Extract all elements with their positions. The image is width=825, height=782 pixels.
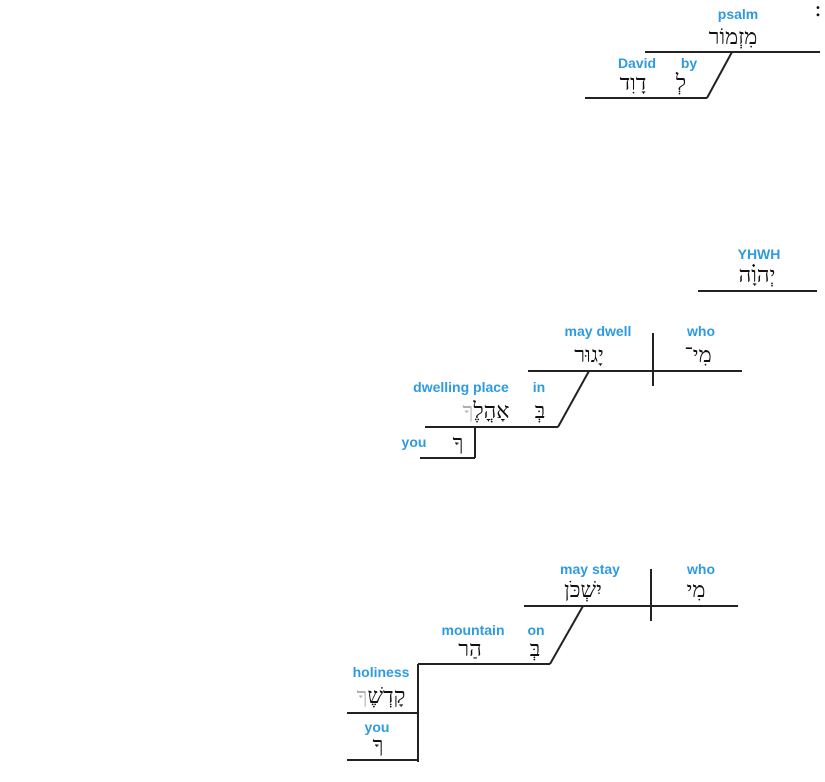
word-har: הַר bbox=[458, 637, 481, 662]
gloss-david: David bbox=[618, 55, 656, 71]
word-mizmor: מִזְמוֹר bbox=[709, 25, 758, 50]
gloss-who: who bbox=[686, 561, 715, 577]
question-2-clause: may stay יִשְׁכֹּן who מִי mountain הַר … bbox=[347, 561, 738, 762]
gloss-you: you bbox=[402, 434, 427, 450]
word-yagur: יָגוּר bbox=[574, 343, 603, 368]
gloss-on: on bbox=[527, 622, 544, 638]
question-1-clause: may dwell יָגוּר who מִי־ dwelling place… bbox=[402, 323, 742, 459]
word-ohel-main: אָהֳלֶ bbox=[472, 399, 509, 424]
prep-slant bbox=[549, 605, 584, 665]
gloss-by: by bbox=[681, 55, 698, 71]
word-kha: ךָ bbox=[373, 733, 384, 758]
word-be: בְּ bbox=[530, 637, 541, 662]
gloss-you: you bbox=[365, 719, 390, 735]
word-david: דָוִד bbox=[620, 71, 647, 96]
word-be: בְּ bbox=[535, 399, 546, 424]
prep-slant bbox=[557, 370, 590, 428]
gloss-may-dwell: may dwell bbox=[565, 323, 632, 339]
gloss-yhwh: YHWH bbox=[738, 246, 781, 262]
corner-mark: : bbox=[814, 0, 821, 22]
word-mi: מִי bbox=[687, 578, 706, 603]
gloss-in: in bbox=[533, 379, 545, 395]
gloss-who: who bbox=[686, 323, 715, 339]
word-le: לְ bbox=[675, 71, 686, 96]
prep-slant bbox=[706, 51, 733, 99]
word-qodesh-main: קָדְשֶׁ bbox=[367, 684, 405, 709]
word-ohel: אָהֳלֶךָ bbox=[463, 399, 510, 424]
vocative-clause: YHWH יְהוָ֗ה bbox=[698, 246, 817, 292]
word-mi: מִי־ bbox=[684, 343, 711, 368]
word-qodesh: קָדְשֶׁךָ bbox=[357, 684, 406, 709]
title-clause: psalm מִזְמוֹר David דָוִד by לְ bbox=[585, 6, 820, 99]
gloss-holiness: holiness bbox=[353, 664, 410, 680]
gloss-psalm: psalm bbox=[718, 6, 758, 22]
word-kha: ךָ bbox=[453, 431, 464, 456]
word-qodesh-ghost: ךָ bbox=[357, 684, 368, 709]
gloss-dwelling-place: dwelling place bbox=[413, 379, 509, 395]
gloss-may-stay: may stay bbox=[560, 561, 620, 577]
word-yishkon: יִשְׁכֹּן bbox=[564, 578, 602, 603]
gloss-mountain: mountain bbox=[442, 622, 505, 638]
word-yhwh: יְהוָ֗ה bbox=[739, 263, 776, 288]
word-ohel-ghost: ךָ bbox=[463, 399, 474, 424]
